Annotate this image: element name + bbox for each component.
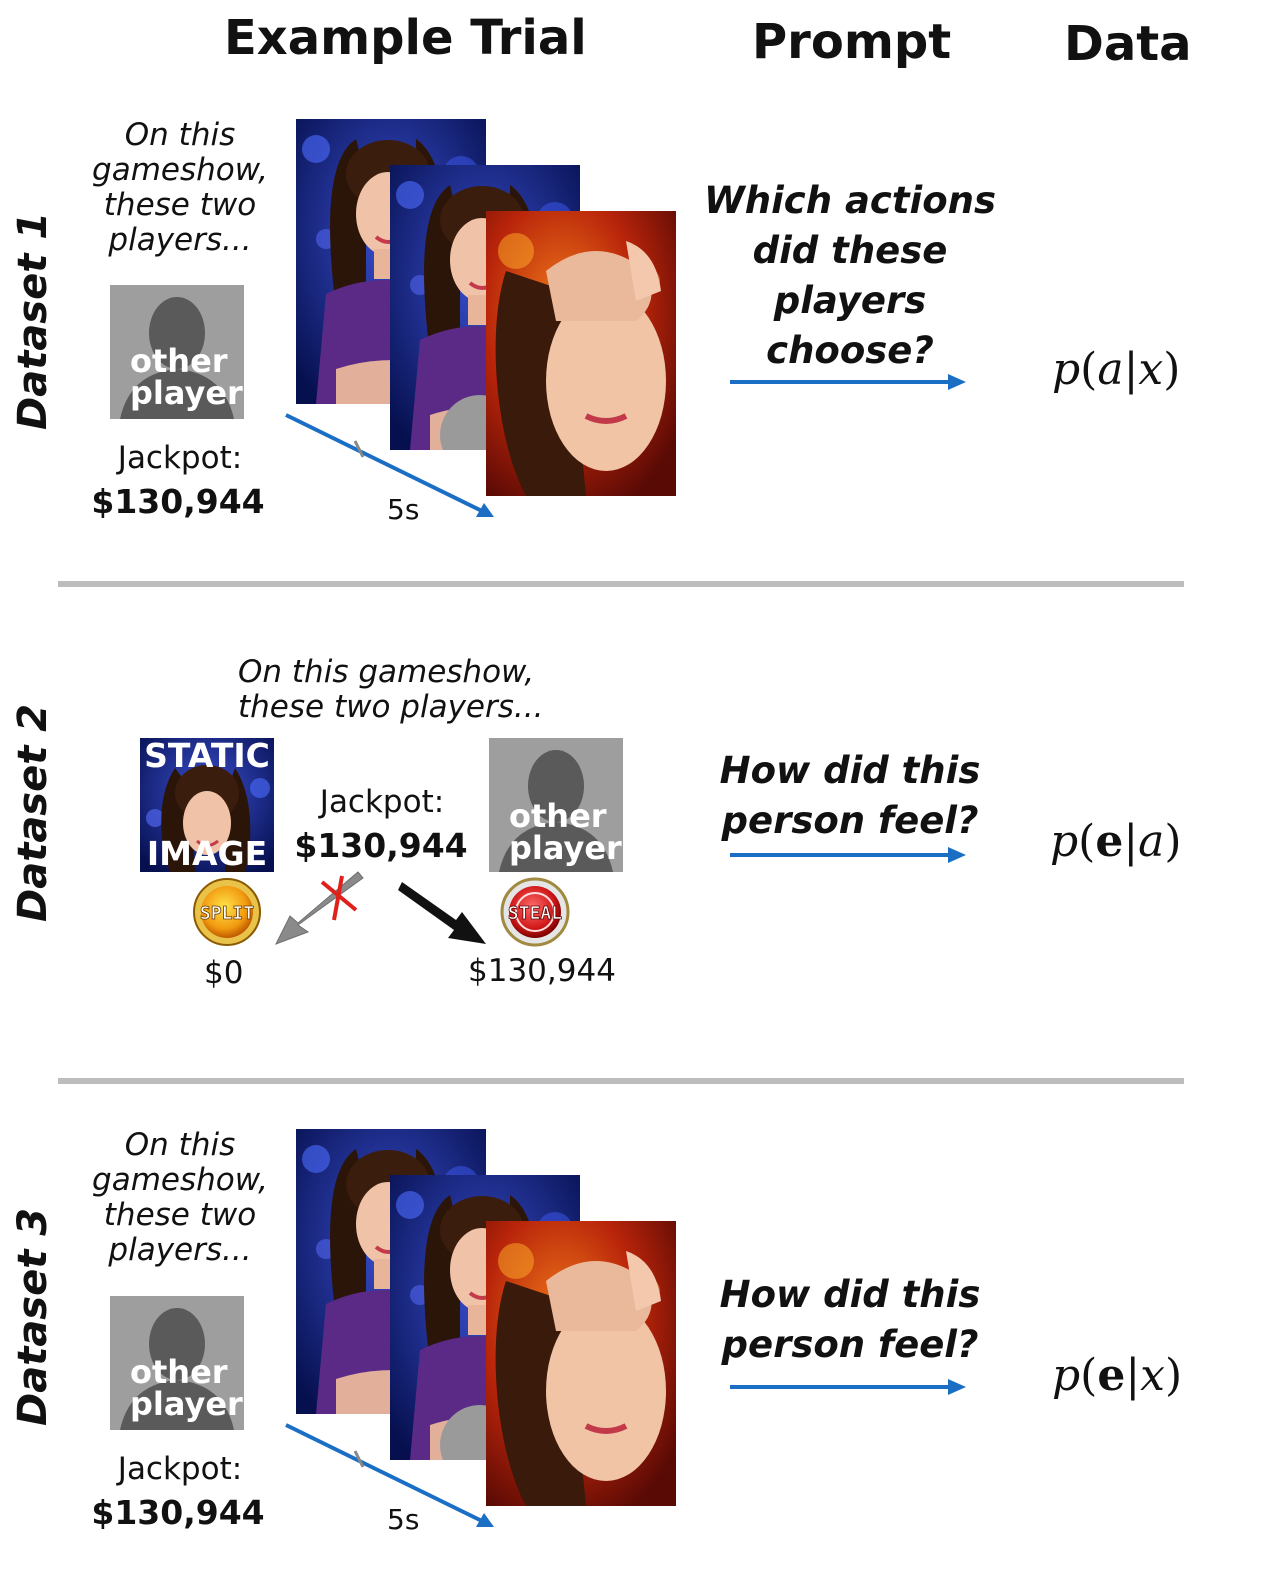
jackpot-value: $130,944	[91, 1493, 265, 1532]
intro-text: On this gameshow, these two players...	[238, 655, 543, 725]
header-data: Data	[1064, 16, 1192, 72]
intro-text: On this gameshow, these two players...	[80, 118, 280, 258]
intro-text: On this gameshow, these two players...	[80, 1128, 280, 1268]
intro-line: players...	[108, 1232, 252, 1268]
intro-line: gameshow,	[92, 152, 268, 188]
intro-line: players...	[108, 222, 252, 258]
video-frame-3	[486, 211, 676, 496]
other-player-avatar: other player	[489, 738, 623, 872]
row-divider	[58, 581, 1184, 587]
avatar-label: other player	[130, 1353, 243, 1423]
intro-line: gameshow,	[92, 1162, 268, 1198]
avatar-label: other player	[509, 797, 622, 867]
header-prompt: Prompt	[752, 14, 952, 70]
prompt-arrow	[730, 847, 966, 863]
row-label-dataset-3: Dataset 3	[10, 1207, 56, 1426]
player-photo	[140, 738, 274, 872]
intro-line: On this	[124, 1127, 236, 1163]
steal-payoff: $130,944	[468, 953, 616, 989]
prompt-text: Which actions did these players choose?	[703, 179, 997, 372]
prompt-arrow	[730, 374, 966, 390]
intro-line: these two	[103, 187, 257, 223]
prompt-text: How did this person feel?	[719, 749, 981, 842]
row-label-dataset-2: Dataset 2	[10, 703, 56, 922]
split-badge-icon: SPLIT	[193, 878, 261, 946]
prompt-text: How did this person feel?	[719, 1273, 981, 1366]
data-formula: p(e|a)	[1050, 816, 1182, 867]
jackpot-label: Jackpot:	[319, 784, 445, 820]
chosen-choice-arrow	[398, 882, 486, 944]
jackpot-label: Jackpot:	[117, 1451, 243, 1487]
cross-icon	[320, 875, 358, 921]
avatar-label: other player	[130, 342, 243, 412]
split-payoff: $0	[204, 955, 244, 991]
other-player-avatar: other player	[110, 1296, 244, 1430]
duration-label: 5s	[387, 493, 420, 526]
duration-label: 5s	[387, 1503, 420, 1536]
silhouette-icon	[120, 1308, 234, 1430]
video-frame-3	[486, 1221, 676, 1506]
timeline-arrow	[285, 413, 494, 517]
silhouette-icon	[120, 297, 234, 419]
prompt-arrow	[730, 1379, 966, 1395]
intro-line: these two	[103, 1197, 257, 1233]
steal-badge-icon: STEAL	[500, 877, 570, 947]
steal-badge-text: STEAL	[508, 903, 562, 924]
intro-line: On this	[124, 117, 236, 153]
row-label-dataset-1: Dataset 1	[10, 211, 56, 430]
silhouette-icon	[499, 750, 613, 872]
intro-line: On this gameshow,	[238, 654, 535, 690]
other-player-avatar: other player	[110, 285, 244, 419]
timeline-arrow	[285, 1423, 494, 1527]
static-label-top: STATIC	[144, 738, 270, 775]
header-example-trial: Example Trial	[224, 10, 587, 66]
split-badge-text: SPLIT	[200, 903, 254, 924]
jackpot-value: $130,944	[294, 826, 468, 865]
row-divider	[58, 1078, 1184, 1084]
rejected-choice-arrow	[274, 871, 364, 945]
intro-line: these two players...	[238, 689, 544, 725]
data-formula: p(a|x)	[1052, 344, 1181, 395]
data-formula: p(e|x)	[1052, 1350, 1183, 1401]
jackpot-value: $130,944	[91, 482, 265, 521]
jackpot-label: Jackpot:	[117, 440, 243, 476]
static-image-tile: STATIC IMAGE	[140, 738, 274, 872]
static-label-bottom: IMAGE	[146, 834, 268, 872]
